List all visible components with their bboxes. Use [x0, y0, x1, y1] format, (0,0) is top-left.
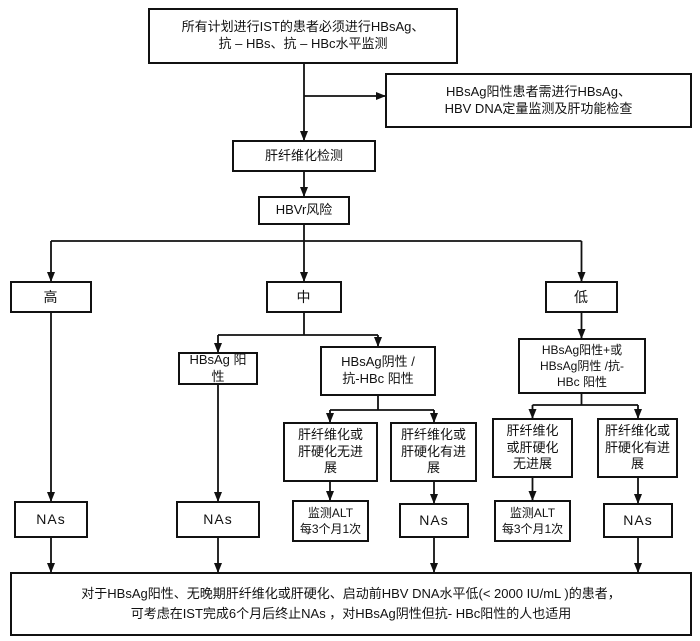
- node-nas-low-progression: NAs: [603, 503, 673, 538]
- node-nas-high: NAs: [14, 501, 88, 538]
- node-low-serology: HBsAg阳性+或 HBsAg阴性 /抗- HBc 阳性: [518, 338, 646, 394]
- connector-line: [51, 240, 638, 411]
- node-alt-monitor-med: 监测ALT 每3个月1次: [292, 500, 369, 542]
- node-nas-med-progression: NAs: [399, 503, 469, 538]
- node-low-fibrosis-no-progression: 肝纤维化 或肝硬化 无进展: [492, 418, 573, 478]
- node-nas-med-positive: NAs: [176, 501, 260, 538]
- node-med-fibrosis-progression: 肝纤维化或 肝硬化有进 展: [390, 422, 477, 482]
- node-risk-medium: 中: [266, 281, 342, 313]
- node-hbvr-risk: HBVr风险: [258, 196, 350, 225]
- node-hbsag-positive-monitoring: HBsAg阳性患者需进行HBsAg、 HBV DNA定量监测及肝功能检查: [385, 73, 692, 128]
- node-med-hbsag-negative-antihbc-positive: HBsAg阴性 / 抗-HBc 阳性: [320, 346, 436, 396]
- node-screening-requirement: 所有计划进行IST的患者必须进行HBsAg、 抗 – HBs、抗 – HBc水平…: [148, 8, 458, 64]
- node-footer-note: 对于HBsAg阳性、无晚期肝纤维化或肝硬化、启动前HBV DNA水平低(< 20…: [10, 572, 692, 636]
- node-risk-high: 高: [10, 281, 92, 313]
- node-alt-monitor-low: 监测ALT 每3个月1次: [494, 500, 571, 542]
- node-risk-low: 低: [545, 281, 618, 313]
- node-med-hbsag-positive: HBsAg 阳性: [178, 352, 258, 385]
- node-med-fibrosis-no-progression: 肝纤维化或 肝硬化无进 展: [283, 422, 378, 482]
- node-fibrosis-test: 肝纤维化检测: [232, 140, 376, 172]
- node-low-fibrosis-progression: 肝纤维化或 肝硬化有进 展: [597, 418, 678, 478]
